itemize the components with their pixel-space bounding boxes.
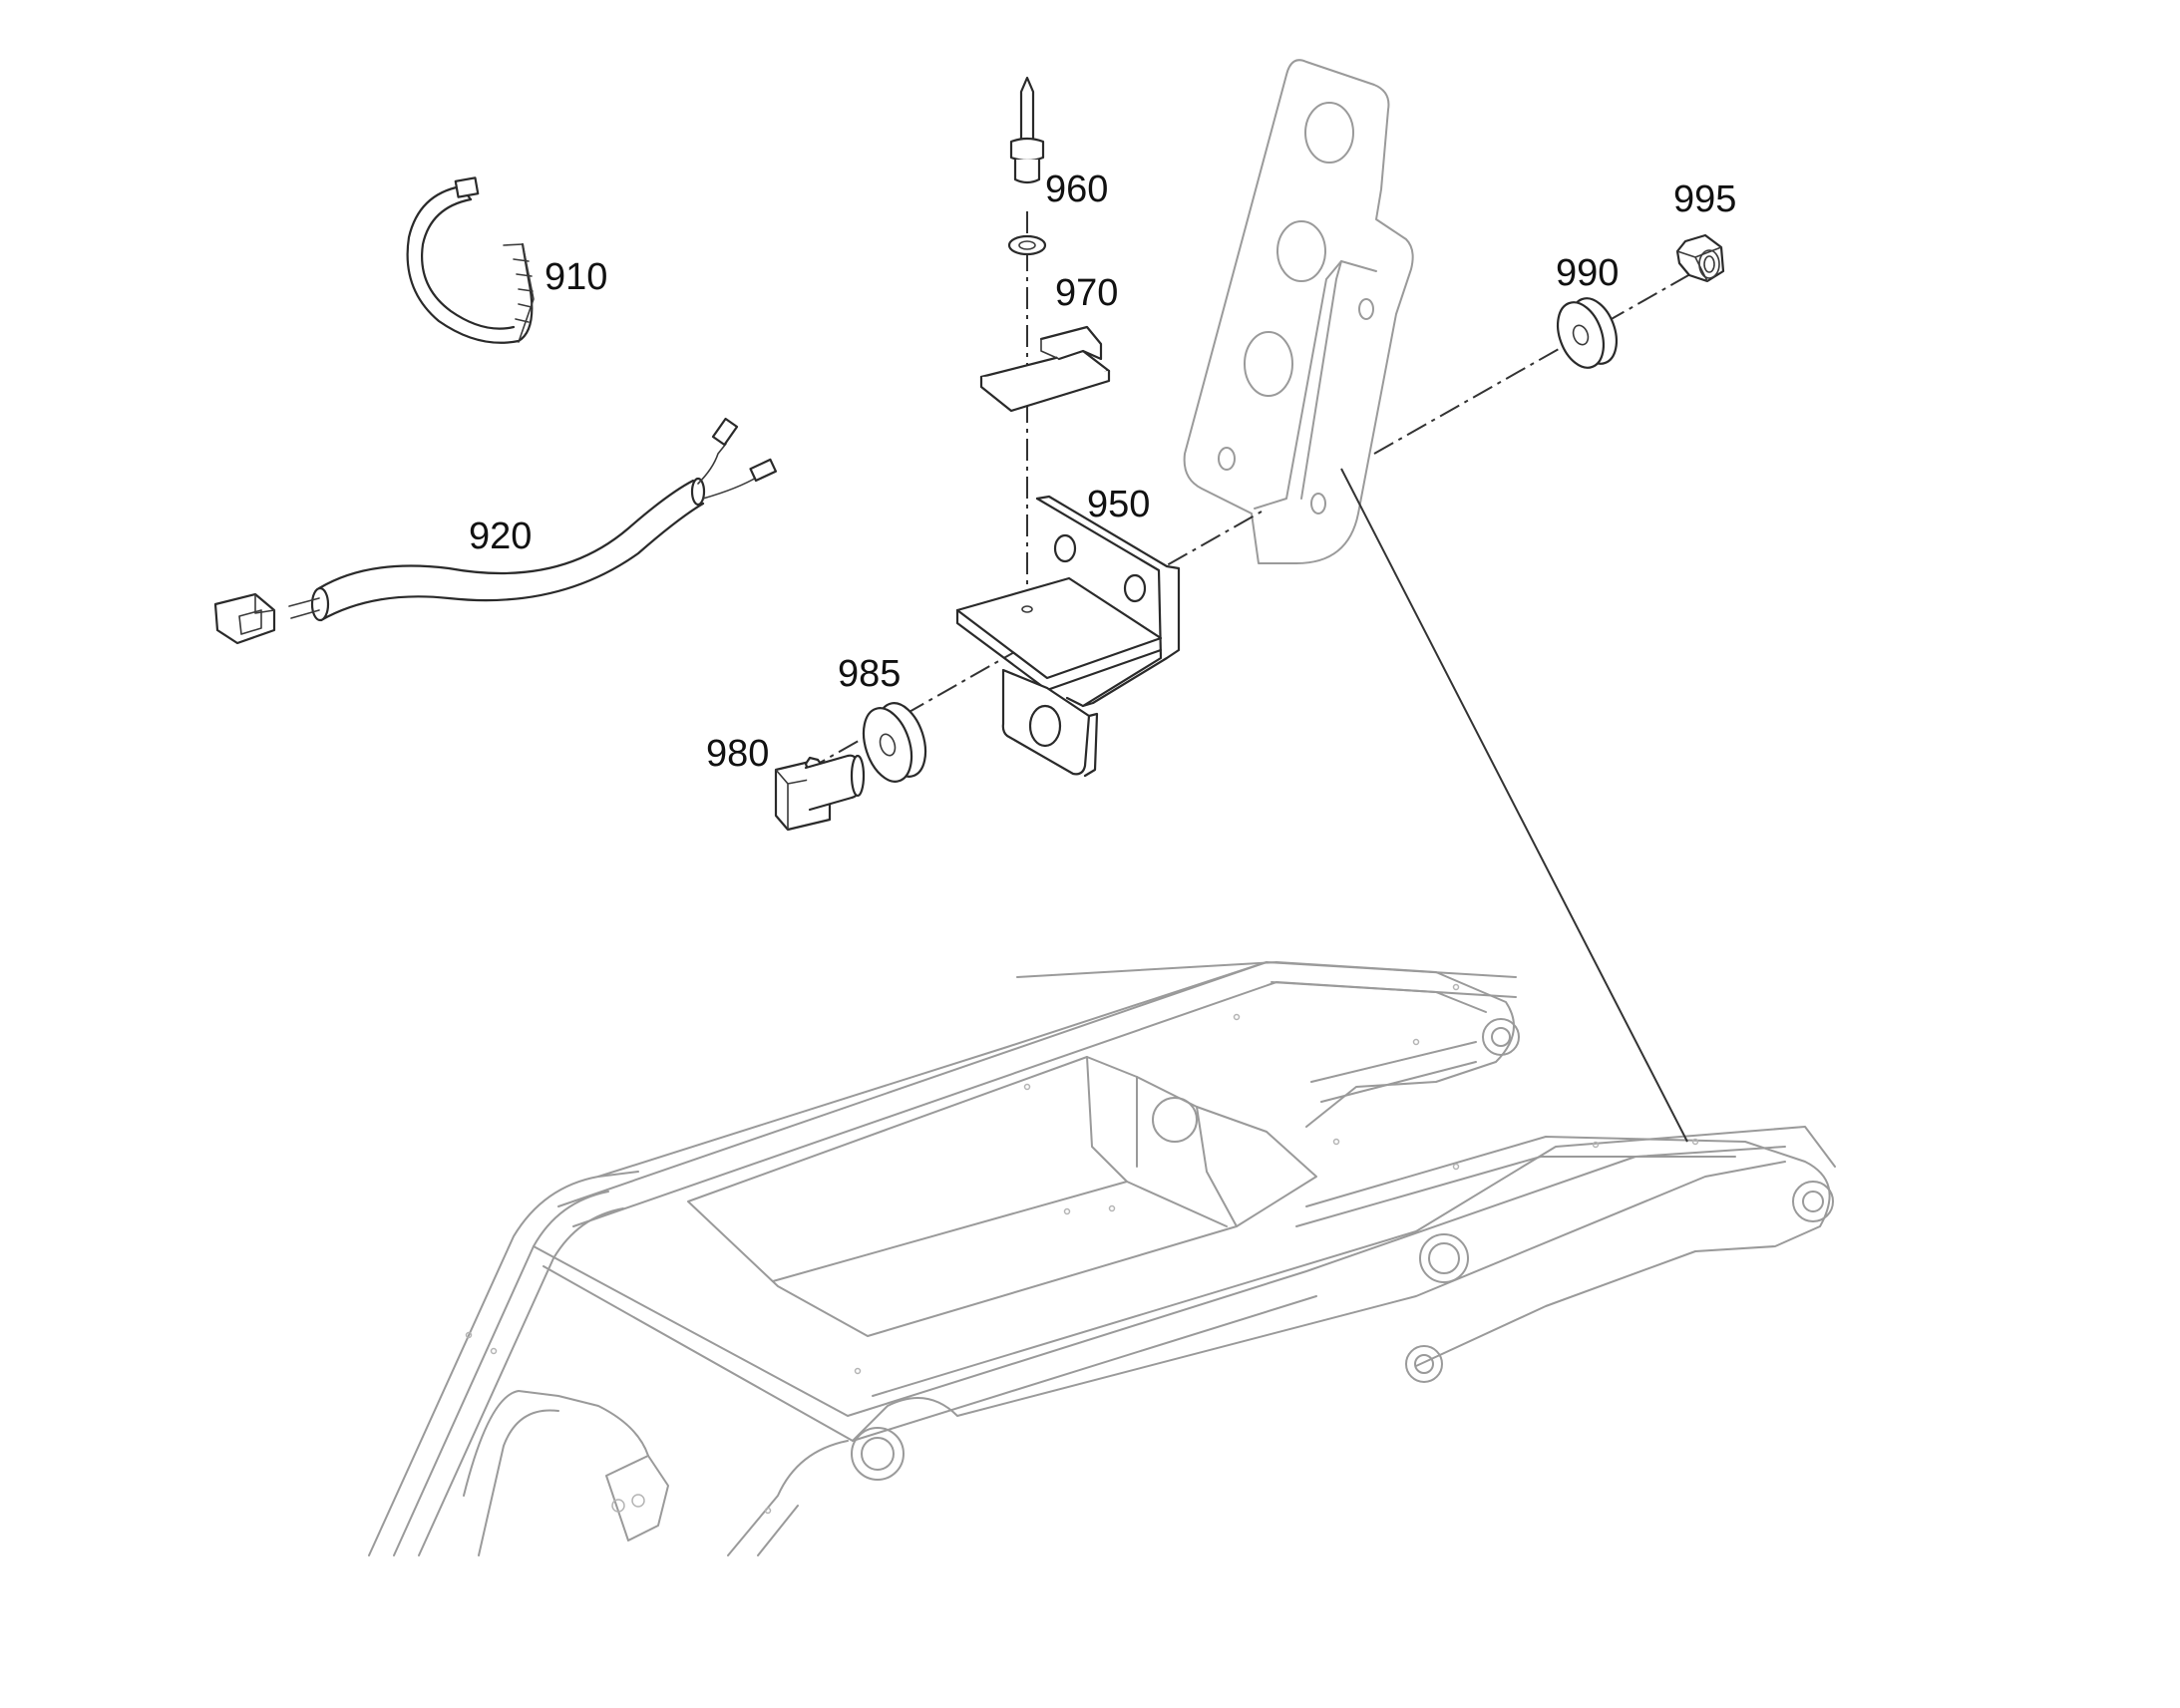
cable-tie-band: [406, 176, 535, 344]
part-number-995: 995: [1673, 178, 1736, 220]
flat-washer-front: [862, 702, 927, 783]
assembly-axis-lines: [805, 211, 1691, 772]
hex-bolt: [774, 754, 866, 832]
part-number-980: 980: [706, 733, 769, 775]
part-number-990: 990: [1556, 252, 1619, 294]
part-number-985: 985: [838, 653, 901, 695]
frame-leader-line: [1340, 468, 1688, 1143]
part-number-950: 950: [1087, 484, 1150, 525]
part-number-labels: 910 920 950 960 970 980 985 990 995: [469, 169, 1736, 775]
sensor-bracket: [955, 495, 1181, 778]
locating-pin: [1007, 76, 1047, 256]
wire-harness: [213, 417, 778, 645]
retaining-clip: [979, 325, 1111, 413]
part-number-970: 970: [1055, 272, 1118, 314]
part-number-910: 910: [545, 256, 607, 298]
loader-frame: [368, 961, 1836, 1556]
flat-washer-rear: [1556, 297, 1619, 369]
part-number-920: 920: [469, 515, 532, 557]
hex-nut: [1675, 233, 1725, 283]
mounting-arm-plate: [1183, 59, 1414, 564]
part-number-960: 960: [1045, 169, 1108, 210]
